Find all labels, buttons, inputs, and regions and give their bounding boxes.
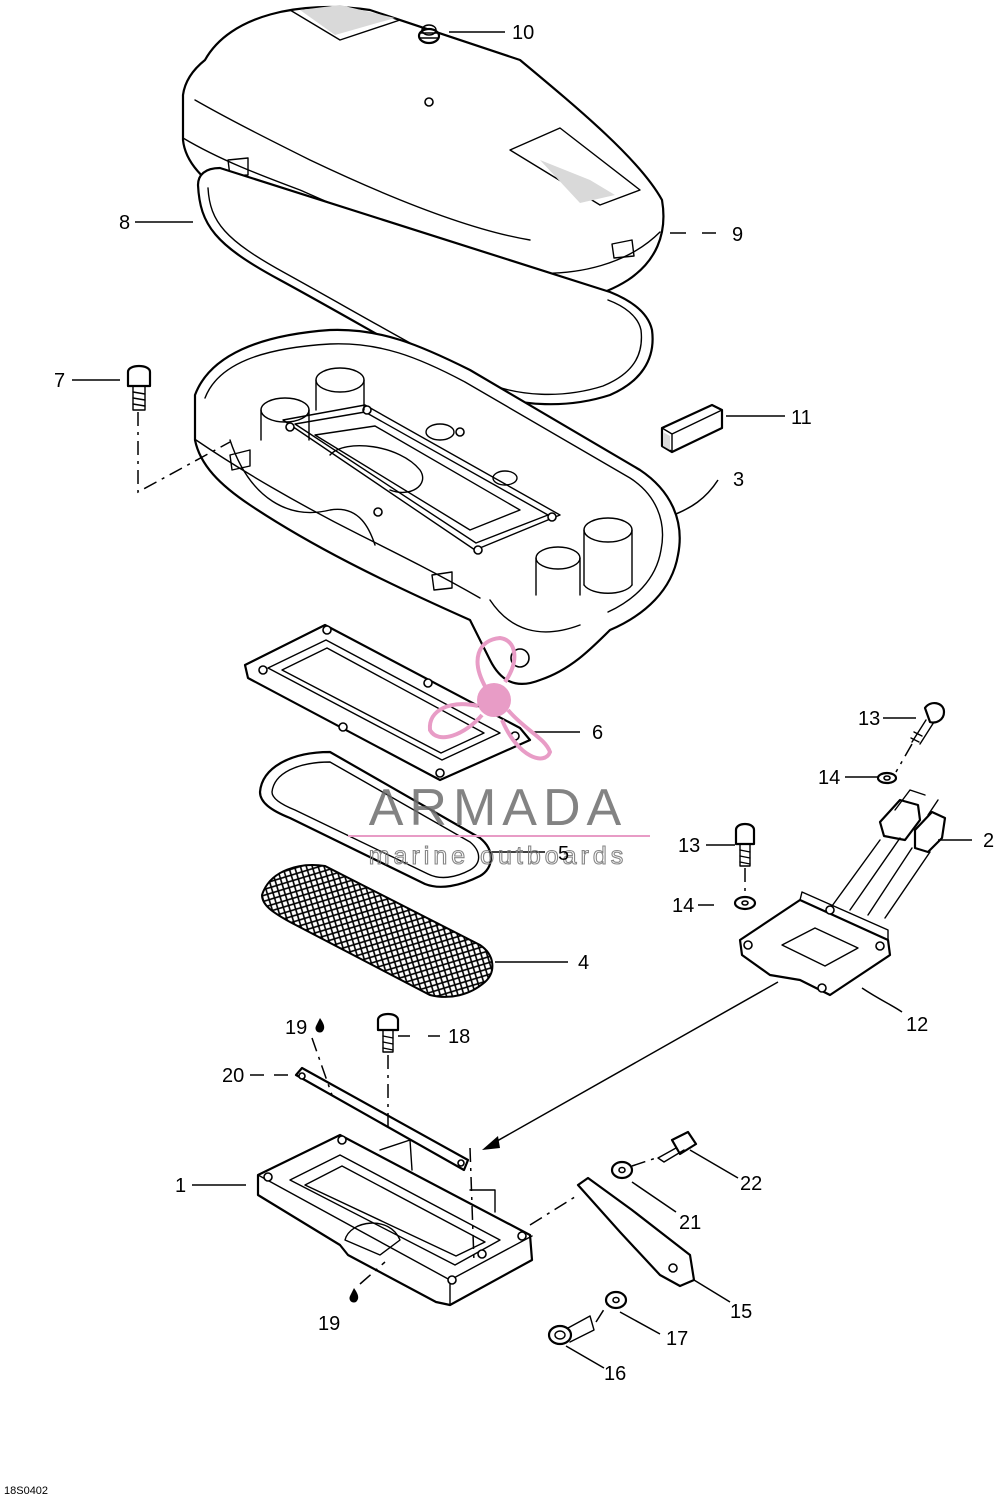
callout-11: 11	[791, 407, 812, 429]
callout-22: 22	[740, 1173, 762, 1195]
part-12-bracket	[738, 891, 892, 997]
propeller-logo-icon	[427, 635, 553, 761]
part-10-plug	[417, 24, 441, 45]
callout-13-upper: 13	[858, 708, 880, 730]
part-18-screw	[376, 1012, 400, 1053]
callout-1: 1	[175, 1175, 186, 1197]
part-19-sealant-drop-lower	[349, 1288, 359, 1303]
callout-14-lower: 14	[672, 895, 694, 917]
callout-18: 18	[448, 1026, 470, 1048]
callout-2: 2	[983, 830, 994, 852]
part-16-bolt	[547, 1315, 595, 1346]
callout-13-lower: 13	[678, 835, 700, 857]
callout-labels: 10 9 8 7 11 3 6 13 14 5 2 13 14 4 12 19 …	[54, 22, 994, 1385]
callout-10: 10	[512, 22, 534, 44]
callout-9: 9	[732, 224, 743, 246]
callout-5: 5	[558, 843, 569, 865]
part-7-screw	[126, 364, 152, 411]
watermark-tagline: marine outboards	[369, 842, 628, 870]
callout-8: 8	[119, 212, 130, 234]
callout-17: 17	[666, 1328, 688, 1350]
part-11-block	[660, 403, 724, 454]
callout-16: 16	[604, 1363, 626, 1385]
reference-code: 18S0402	[4, 1485, 48, 1497]
callout-21: 21	[679, 1212, 701, 1234]
leader-lines	[72, 31, 972, 1369]
watermark-brand: ARMADA	[369, 779, 627, 837]
part-2-valve-assembly	[831, 789, 947, 919]
part-13-screw-lower	[734, 822, 756, 867]
part-21-washer	[610, 1160, 634, 1180]
callout-19-lower: 19	[318, 1313, 340, 1335]
part-14-washer-upper	[876, 771, 898, 785]
part-4-mesh-filter	[260, 864, 494, 998]
part-5-seal-ring	[258, 750, 492, 888]
callout-20: 20	[222, 1065, 244, 1087]
callout-14-upper: 14	[818, 767, 840, 789]
part-19-sealant-drop-upper	[315, 1018, 325, 1033]
callout-19-upper: 19	[285, 1017, 307, 1039]
callout-15: 15	[730, 1301, 752, 1323]
assembly-centre-lines	[137, 412, 913, 1323]
callout-12: 12	[906, 1014, 928, 1036]
callout-6: 6	[592, 722, 603, 744]
part-1-base	[256, 1133, 534, 1307]
armada-watermark: ARMADA marine outboards	[348, 635, 650, 871]
callout-7: 7	[54, 370, 65, 392]
part-20-strip	[294, 1066, 470, 1172]
assembly-arrow	[482, 981, 779, 1150]
part-3-silencer-base	[193, 328, 681, 685]
part-22-bolt	[657, 1130, 698, 1163]
part-15-strap	[576, 1176, 696, 1288]
part-14-washer-lower	[733, 895, 757, 911]
part-17-washer	[604, 1290, 628, 1310]
callout-4: 4	[578, 952, 589, 974]
callout-3: 3	[733, 469, 744, 491]
part-6-gasket	[243, 623, 532, 782]
part-13-screw-upper	[910, 702, 946, 745]
